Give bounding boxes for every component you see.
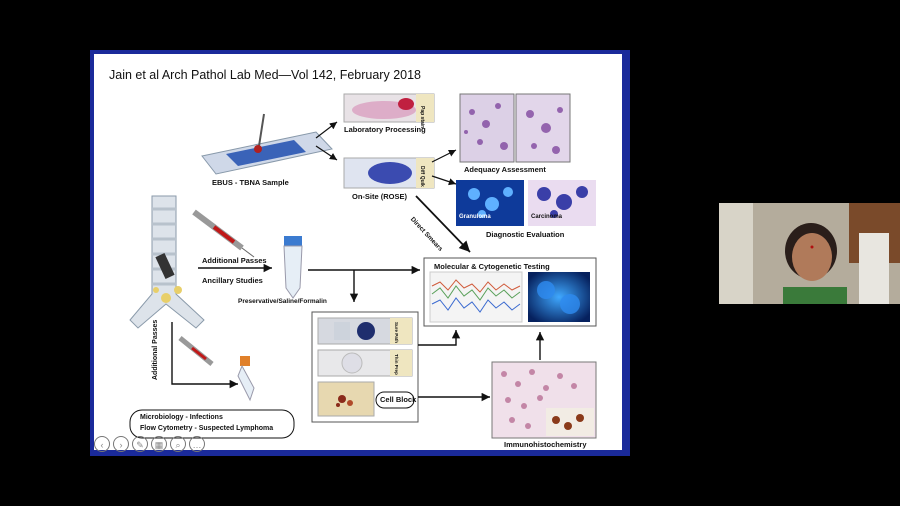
- ebus-workflow-figure: [129, 93, 597, 439]
- cytology-preparations-panel: [311, 311, 419, 423]
- diagnostic-micrograph-images: [456, 180, 596, 226]
- syringe-illustration-top: [192, 209, 255, 258]
- culture-tube-illustration: [237, 356, 255, 402]
- slide: Jain et al Arch Pathol Lab Med—Vol 142, …: [94, 54, 622, 450]
- diagnostic-evaluation-label: Diagnostic Evaluation: [486, 230, 565, 239]
- thinprep-label: Thin Prep: [394, 354, 399, 375]
- arrow-to-lab-processing: [315, 121, 338, 139]
- syringe-illustration-bottom: [178, 336, 214, 366]
- slides-grid-button[interactable]: ▦: [151, 436, 167, 452]
- microbiology-label: Microbiology - Infections: [140, 414, 223, 421]
- molecular-testing-label: Molecular & Cytogenetic Testing: [434, 262, 550, 271]
- prev-slide-button[interactable]: ‹: [94, 436, 110, 452]
- arrow-to-diagnostic: [431, 175, 457, 186]
- arrow-prep-to-molecular: [418, 330, 461, 346]
- arrow-to-microbiology: [171, 322, 238, 389]
- arrow-direct-smears: [415, 195, 471, 253]
- surepath-label: Sure Path: [394, 322, 399, 344]
- on-site-rose-label: On-Site (ROSE): [352, 192, 408, 201]
- ancillary-studies-label: Ancillary Studies: [202, 276, 263, 285]
- adequacy-micrograph-images: [459, 93, 571, 163]
- cell-block-label: Cell Block: [380, 395, 417, 404]
- more-options-button[interactable]: …: [189, 436, 205, 452]
- specimen-tube-illustration: [283, 236, 303, 299]
- laboratory-processing-label: Laboratory Processing: [344, 125, 426, 134]
- flow-cytometry-label: Flow Cytometry - Suspected Lymphoma: [140, 425, 274, 432]
- slide-citation: Jain et al Arch Pathol Lab Med—Vol 142, …: [109, 68, 421, 82]
- diff-quik-label: Diff Quik: [419, 166, 425, 187]
- pap-stain-slide-image: [343, 93, 435, 123]
- microbiology-flow-box: [129, 409, 295, 439]
- ebus-tbna-sample-label: EBUS - TBNA Sample: [212, 178, 289, 187]
- preservative-label: Preservative/Saline/Formalin: [238, 298, 327, 305]
- molecular-testing-panel: [423, 257, 597, 327]
- adequacy-assessment-label: Adequacy Assessment: [464, 165, 546, 174]
- airway-bronchus-illustration: [129, 195, 205, 329]
- carcinoma-label: Carcinoma: [531, 214, 563, 220]
- pap-stain-label: Pap stain: [419, 106, 425, 129]
- immunohistochemistry-label: Immunohistochemistry: [504, 440, 587, 449]
- arrow-to-on-site: [315, 145, 338, 161]
- granuloma-label: Granuloma: [459, 214, 491, 220]
- additional-passes-vertical-label: Additional Passes: [152, 319, 159, 380]
- diff-quik-slide-image: [343, 157, 435, 189]
- zoom-button[interactable]: ⌕: [170, 436, 186, 452]
- slide-frame: Jain et al Arch Pathol Lab Med—Vol 142, …: [90, 50, 630, 456]
- ebus-glass-slide-illustration: [201, 113, 333, 175]
- next-slide-button[interactable]: ›: [113, 436, 129, 452]
- webcam-video-feed: [719, 203, 900, 304]
- slideshow-controls: ‹ › ✎ ▦ ⌕ …: [94, 436, 205, 452]
- arrow-to-adequacy: [431, 149, 457, 163]
- webcam-person-image: [719, 203, 900, 304]
- additional-passes-label: Additional Passes: [202, 256, 267, 265]
- pen-tool-button[interactable]: ✎: [132, 436, 148, 452]
- immunohistochemistry-image: [491, 361, 597, 439]
